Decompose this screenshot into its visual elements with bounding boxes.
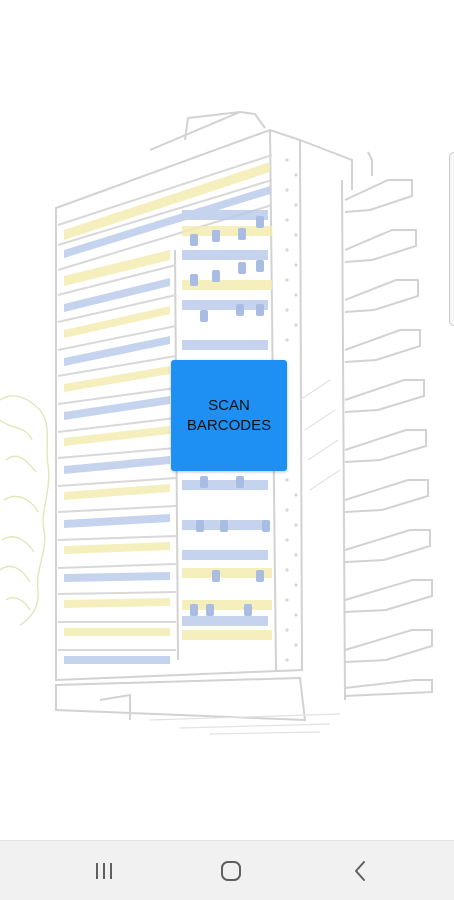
edge-panel-handle[interactable] (449, 152, 454, 326)
tower-outline (55, 110, 353, 722)
blue-glazing (64, 186, 270, 664)
building-illustration (0, 110, 433, 735)
back-icon (355, 861, 365, 881)
recents-icon (96, 863, 112, 879)
system-navigation-bar (0, 840, 454, 900)
tree-sketch (0, 395, 50, 626)
scan-barcodes-button[interactable]: SCAN BARCODES (171, 360, 287, 471)
home-icon (221, 861, 241, 881)
balconies (341, 151, 433, 701)
ground-hatching (149, 379, 341, 735)
floor-lines (57, 154, 273, 651)
back-button[interactable] (330, 851, 390, 891)
yellow-glazing (64, 162, 272, 640)
recents-button[interactable] (74, 851, 134, 891)
home-button[interactable] (201, 851, 261, 891)
column-dots (285, 158, 298, 662)
window-dots (190, 216, 270, 616)
